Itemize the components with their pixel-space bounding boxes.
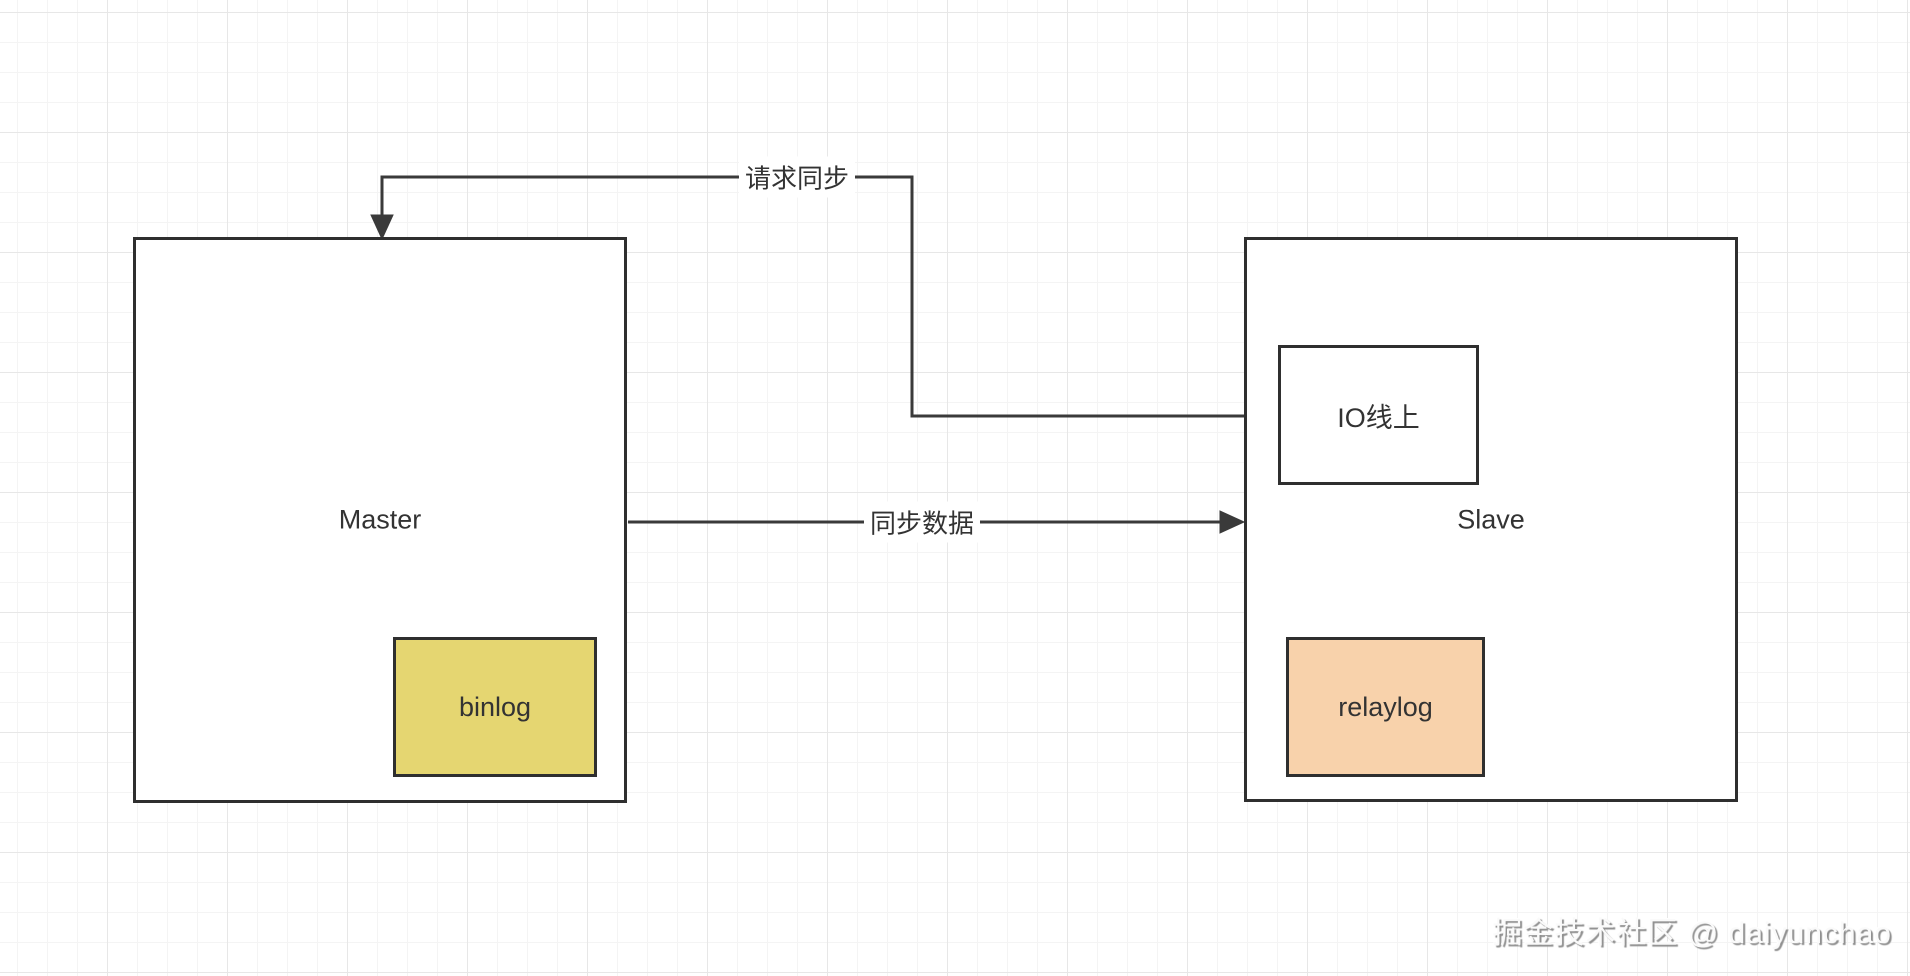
- node-relaylog: relaylog: [1286, 637, 1485, 777]
- master-label: Master: [338, 504, 422, 535]
- binlog-label: binlog: [458, 691, 532, 722]
- node-io-box: IO线上: [1278, 345, 1479, 485]
- relaylog-label: relaylog: [1338, 691, 1433, 722]
- arrowhead-down-icon: [370, 214, 394, 241]
- watermark: 掘金技术社区 @ daiyunchao: [1492, 917, 1892, 950]
- io-box-label: IO线上: [1337, 402, 1420, 433]
- node-binlog: binlog: [393, 637, 597, 777]
- slave-label: Slave: [1457, 504, 1525, 534]
- edge-label-sync-data: 同步数据: [863, 501, 981, 543]
- node-slave: Slave: [1244, 237, 1738, 802]
- arrowhead-right-icon: [1219, 510, 1246, 534]
- edge-label-request-sync: 请求同步: [738, 156, 856, 198]
